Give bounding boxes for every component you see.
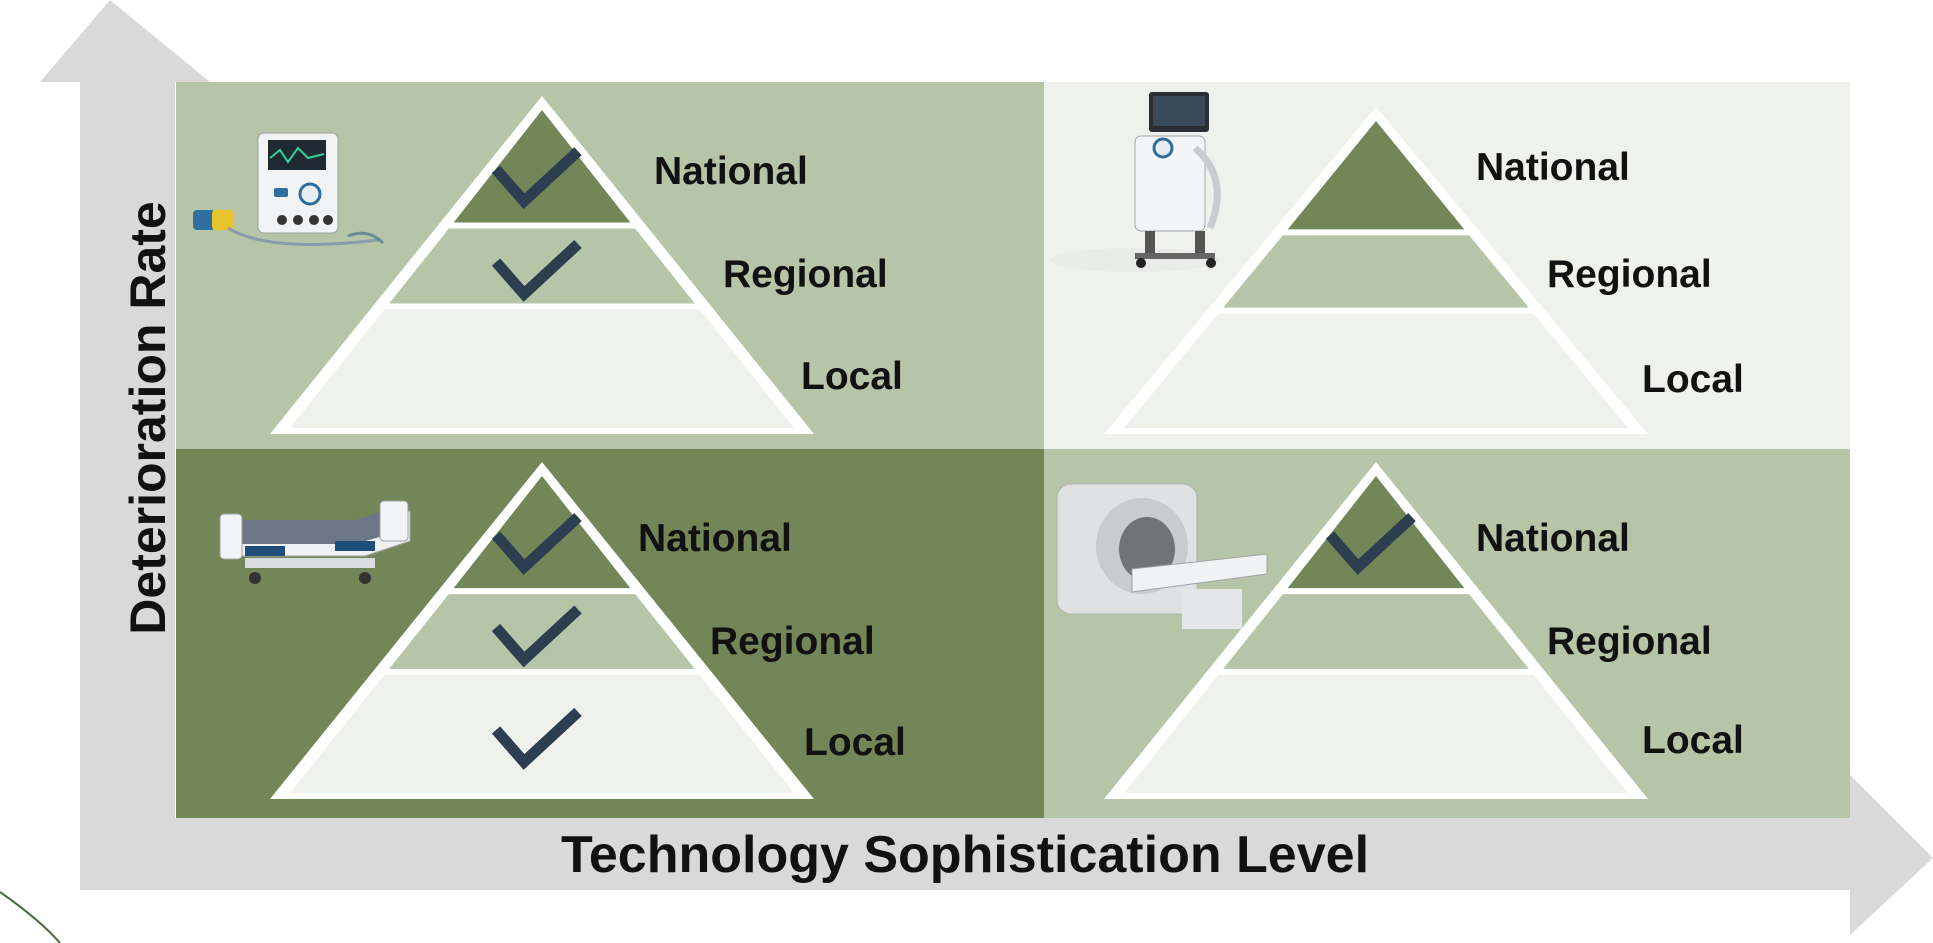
pyramid-tier-local: [1124, 674, 1628, 793]
tier-label-national: National: [654, 150, 808, 193]
checkmark-icon: [1325, 513, 1416, 575]
pyramid-tier-national: [1287, 121, 1465, 230]
tier-label-local: Local: [804, 721, 906, 764]
tier-label-local: Local: [801, 355, 903, 398]
tier-label-local: Local: [1642, 719, 1744, 762]
patient-monitor-icon: [193, 132, 385, 246]
pyramid-tier-local: [290, 674, 794, 793]
pyramid-tier-regional: [389, 228, 695, 304]
pyramid-tier-national: [453, 110, 631, 223]
checkmark-icon: [491, 147, 582, 210]
checkmark-icon: [491, 239, 582, 302]
ventilator-icon: [1050, 92, 1221, 272]
y-axis-arrow: [40, 0, 210, 890]
checkmark-icon: [491, 513, 582, 575]
checkmark-icon: [491, 605, 582, 668]
x-axis-label: Technology Sophistication Level: [560, 826, 1370, 884]
pyramid-tier-national: [453, 476, 631, 589]
tier-label-regional: Regional: [1547, 620, 1712, 663]
checkmarks-layer: [491, 147, 1416, 770]
tier-label-national: National: [638, 517, 792, 560]
decorative-arc: [0, 891, 61, 943]
checkmark-icon: [491, 707, 582, 770]
tier-label-regional: Regional: [723, 253, 888, 296]
mri-scanner-icon: [1056, 483, 1268, 629]
pyramid-tier-regional: [389, 594, 695, 669]
tier-label-national: National: [1476, 517, 1630, 560]
pyramid-tier-national: [1287, 476, 1465, 589]
pyramid-tier-regional: [1223, 235, 1529, 308]
hospital-bed-icon: [219, 500, 411, 584]
tier-label-regional: Regional: [710, 620, 875, 663]
tier-label-regional: Regional: [1547, 253, 1712, 296]
pyramid-tier-local: [290, 309, 794, 428]
pyramid-tier-regional: [1223, 594, 1529, 669]
x-axis-arrow: [80, 775, 1933, 935]
y-axis-label: Deterioration Rate: [120, 201, 176, 635]
pyramid-tier-local: [1124, 313, 1628, 428]
tier-label-national: National: [1476, 146, 1630, 189]
tier-label-local: Local: [1642, 358, 1744, 401]
pyramids-layer: [270, 96, 1648, 799]
